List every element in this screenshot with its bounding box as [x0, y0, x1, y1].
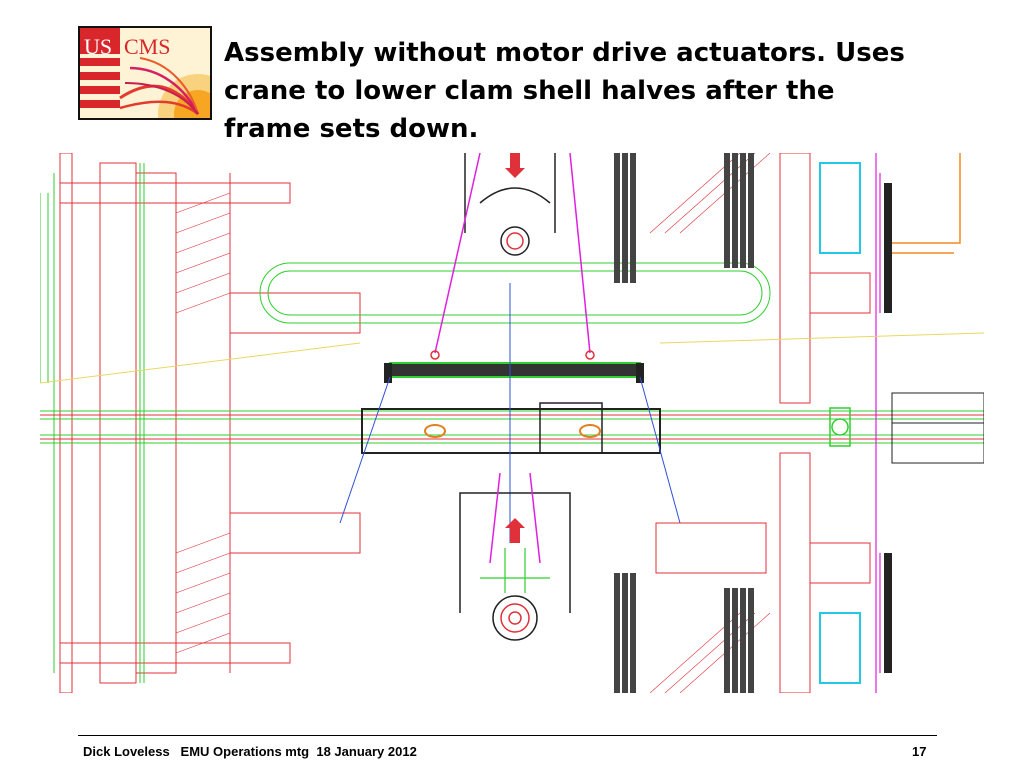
logo-text-us: US	[84, 34, 112, 59]
uscms-logo-graphic: US CMS	[80, 28, 210, 118]
slide-title: Assembly without motor drive actuators. …	[224, 38, 905, 144]
page-number: 17	[912, 744, 927, 759]
logo-text-cms: CMS	[124, 34, 170, 59]
uscms-logo: US CMS	[78, 26, 212, 120]
footer-text: Dick Loveless EMU Operations mtg 18 Janu…	[83, 744, 417, 759]
technical-drawing	[40, 153, 984, 693]
drawing-icon	[40, 153, 984, 693]
footer-divider	[78, 735, 937, 736]
